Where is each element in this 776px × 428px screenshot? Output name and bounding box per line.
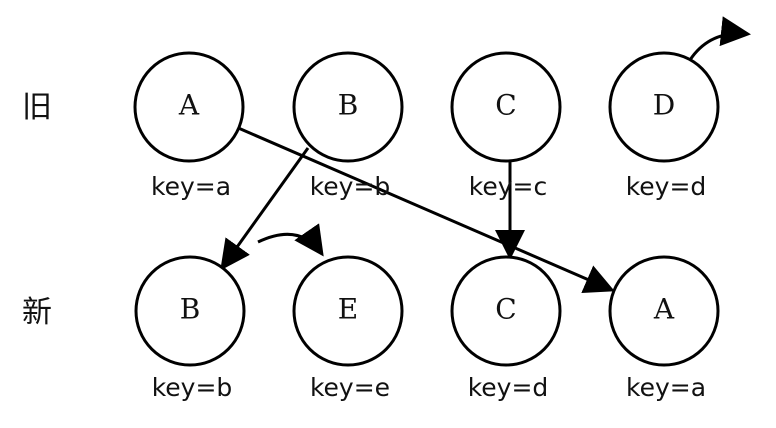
new-node-c-label: C (495, 293, 516, 326)
new-node-e-label: E (338, 293, 358, 326)
old-node-c: C key=c (450, 51, 562, 201)
old-node-d-label: D (653, 89, 675, 122)
edge-old-b-to-new-b (220, 147, 310, 271)
new-node-e: E key=e (292, 255, 404, 402)
old-node-b-label: B (338, 89, 359, 122)
new-node-c: C key=d (450, 255, 562, 402)
new-node-b-key: key=b (152, 373, 233, 402)
old-node-d: D key=d (608, 51, 720, 201)
old-node-a-key: key=a (151, 172, 231, 201)
old-node-c-circle (450, 51, 562, 163)
old-node-b-key: key=b (310, 172, 391, 201)
old-node-c-label: C (495, 89, 516, 122)
edge-old-a-to-new-a (235, 125, 615, 294)
old-node-a-label: A (178, 89, 200, 122)
new-node-b-label: B (180, 293, 201, 326)
new-node-a: A key=a (608, 255, 720, 402)
new-node-e-key: key=e (310, 373, 390, 402)
old-node-a: A key=a (133, 51, 245, 201)
old-node-b-circle (292, 51, 404, 163)
old-node-a-circle (133, 51, 245, 163)
inserted-arrow (257, 223, 324, 257)
old-node-d-circle (608, 51, 720, 163)
old-node-b: B key=b (292, 51, 404, 201)
new-node-a-circle (608, 255, 720, 367)
new-node-b-circle (134, 255, 246, 367)
row-label-old: 旧 (22, 90, 52, 125)
old-node-d-key: key=d (626, 172, 707, 201)
new-node-b: B key=b (134, 255, 246, 402)
old-node-c-key: key=c (469, 172, 547, 201)
new-node-c-circle (450, 255, 562, 367)
removed-arrow (688, 16, 751, 61)
new-node-c-key: key=d (468, 373, 549, 402)
new-node-a-label: A (653, 293, 675, 326)
row-label-new: 新 (22, 295, 52, 330)
edge-group (220, 125, 615, 294)
new-node-a-key: key=a (626, 373, 706, 402)
new-node-e-circle (292, 255, 404, 367)
